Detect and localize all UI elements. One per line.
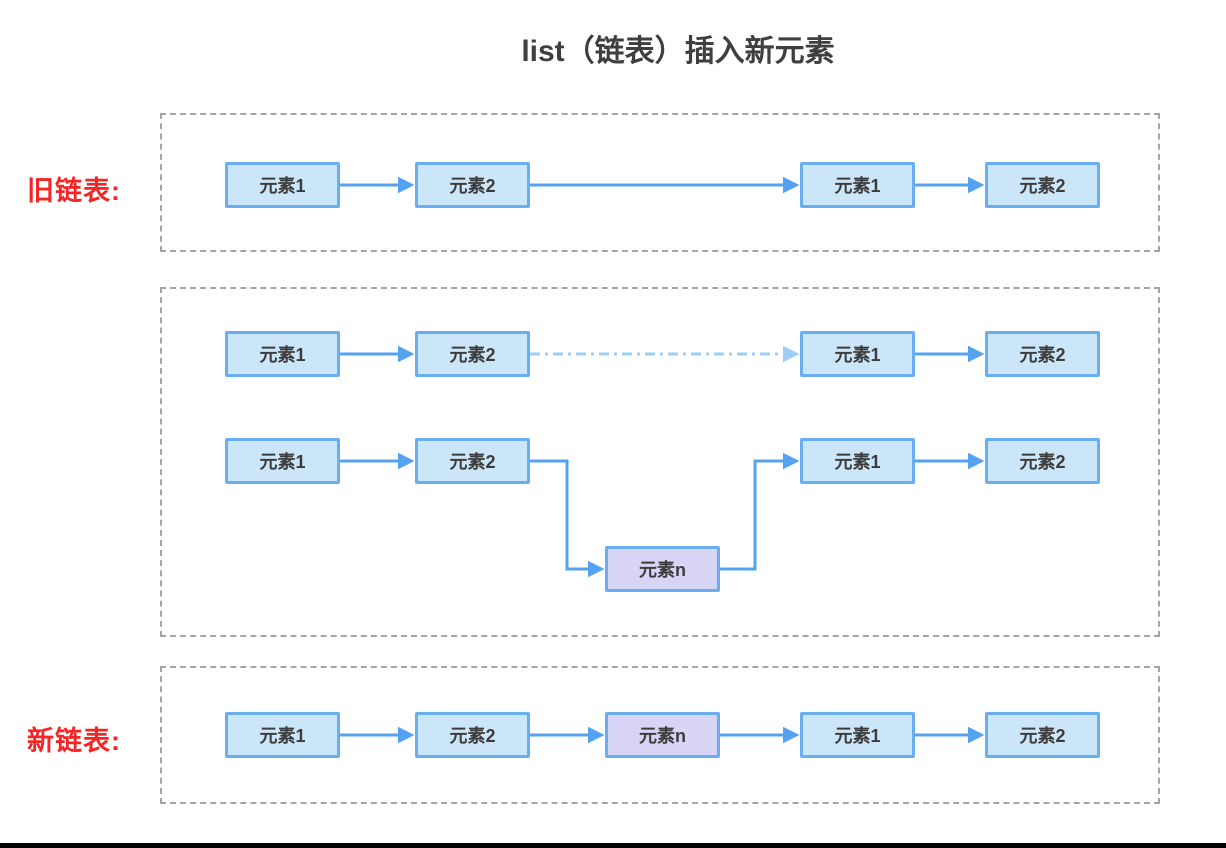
node-new-element-n: 元素n bbox=[605, 712, 720, 758]
node-new-element2: 元素2 bbox=[415, 712, 530, 758]
node-row2-element1: 元素1 bbox=[225, 438, 340, 484]
node-new-element1: 元素1 bbox=[225, 712, 340, 758]
node-new-element3: 元素1 bbox=[800, 712, 915, 758]
node-old-element3: 元素1 bbox=[800, 162, 915, 208]
node-new-element4: 元素2 bbox=[985, 712, 1100, 758]
diagram-title: list（链表）插入新元素 bbox=[521, 35, 835, 68]
node-row1-element1: 元素1 bbox=[225, 331, 340, 377]
old-list-label: 旧链表: bbox=[27, 176, 121, 206]
node-old-element4: 元素2 bbox=[985, 162, 1100, 208]
node-row2-element2: 元素2 bbox=[415, 438, 530, 484]
node-row2-element4: 元素2 bbox=[985, 438, 1100, 484]
arrow-row2-down-to-insert-node bbox=[530, 459, 605, 578]
node-row2-element3: 元素1 bbox=[800, 438, 915, 484]
node-old-element1: 元素1 bbox=[225, 162, 340, 208]
node-row1-element3: 元素1 bbox=[800, 331, 915, 377]
node-row1-element2: 元素2 bbox=[415, 331, 530, 377]
new-list-label: 新链表: bbox=[27, 726, 121, 756]
bottom-frame-edge bbox=[0, 843, 1226, 848]
node-row1-element4: 元素2 bbox=[985, 331, 1100, 377]
node-old-element2: 元素2 bbox=[415, 162, 530, 208]
arrow-insert-node-up-to-next bbox=[720, 452, 800, 571]
node-insert-element-n: 元素n bbox=[605, 546, 720, 592]
